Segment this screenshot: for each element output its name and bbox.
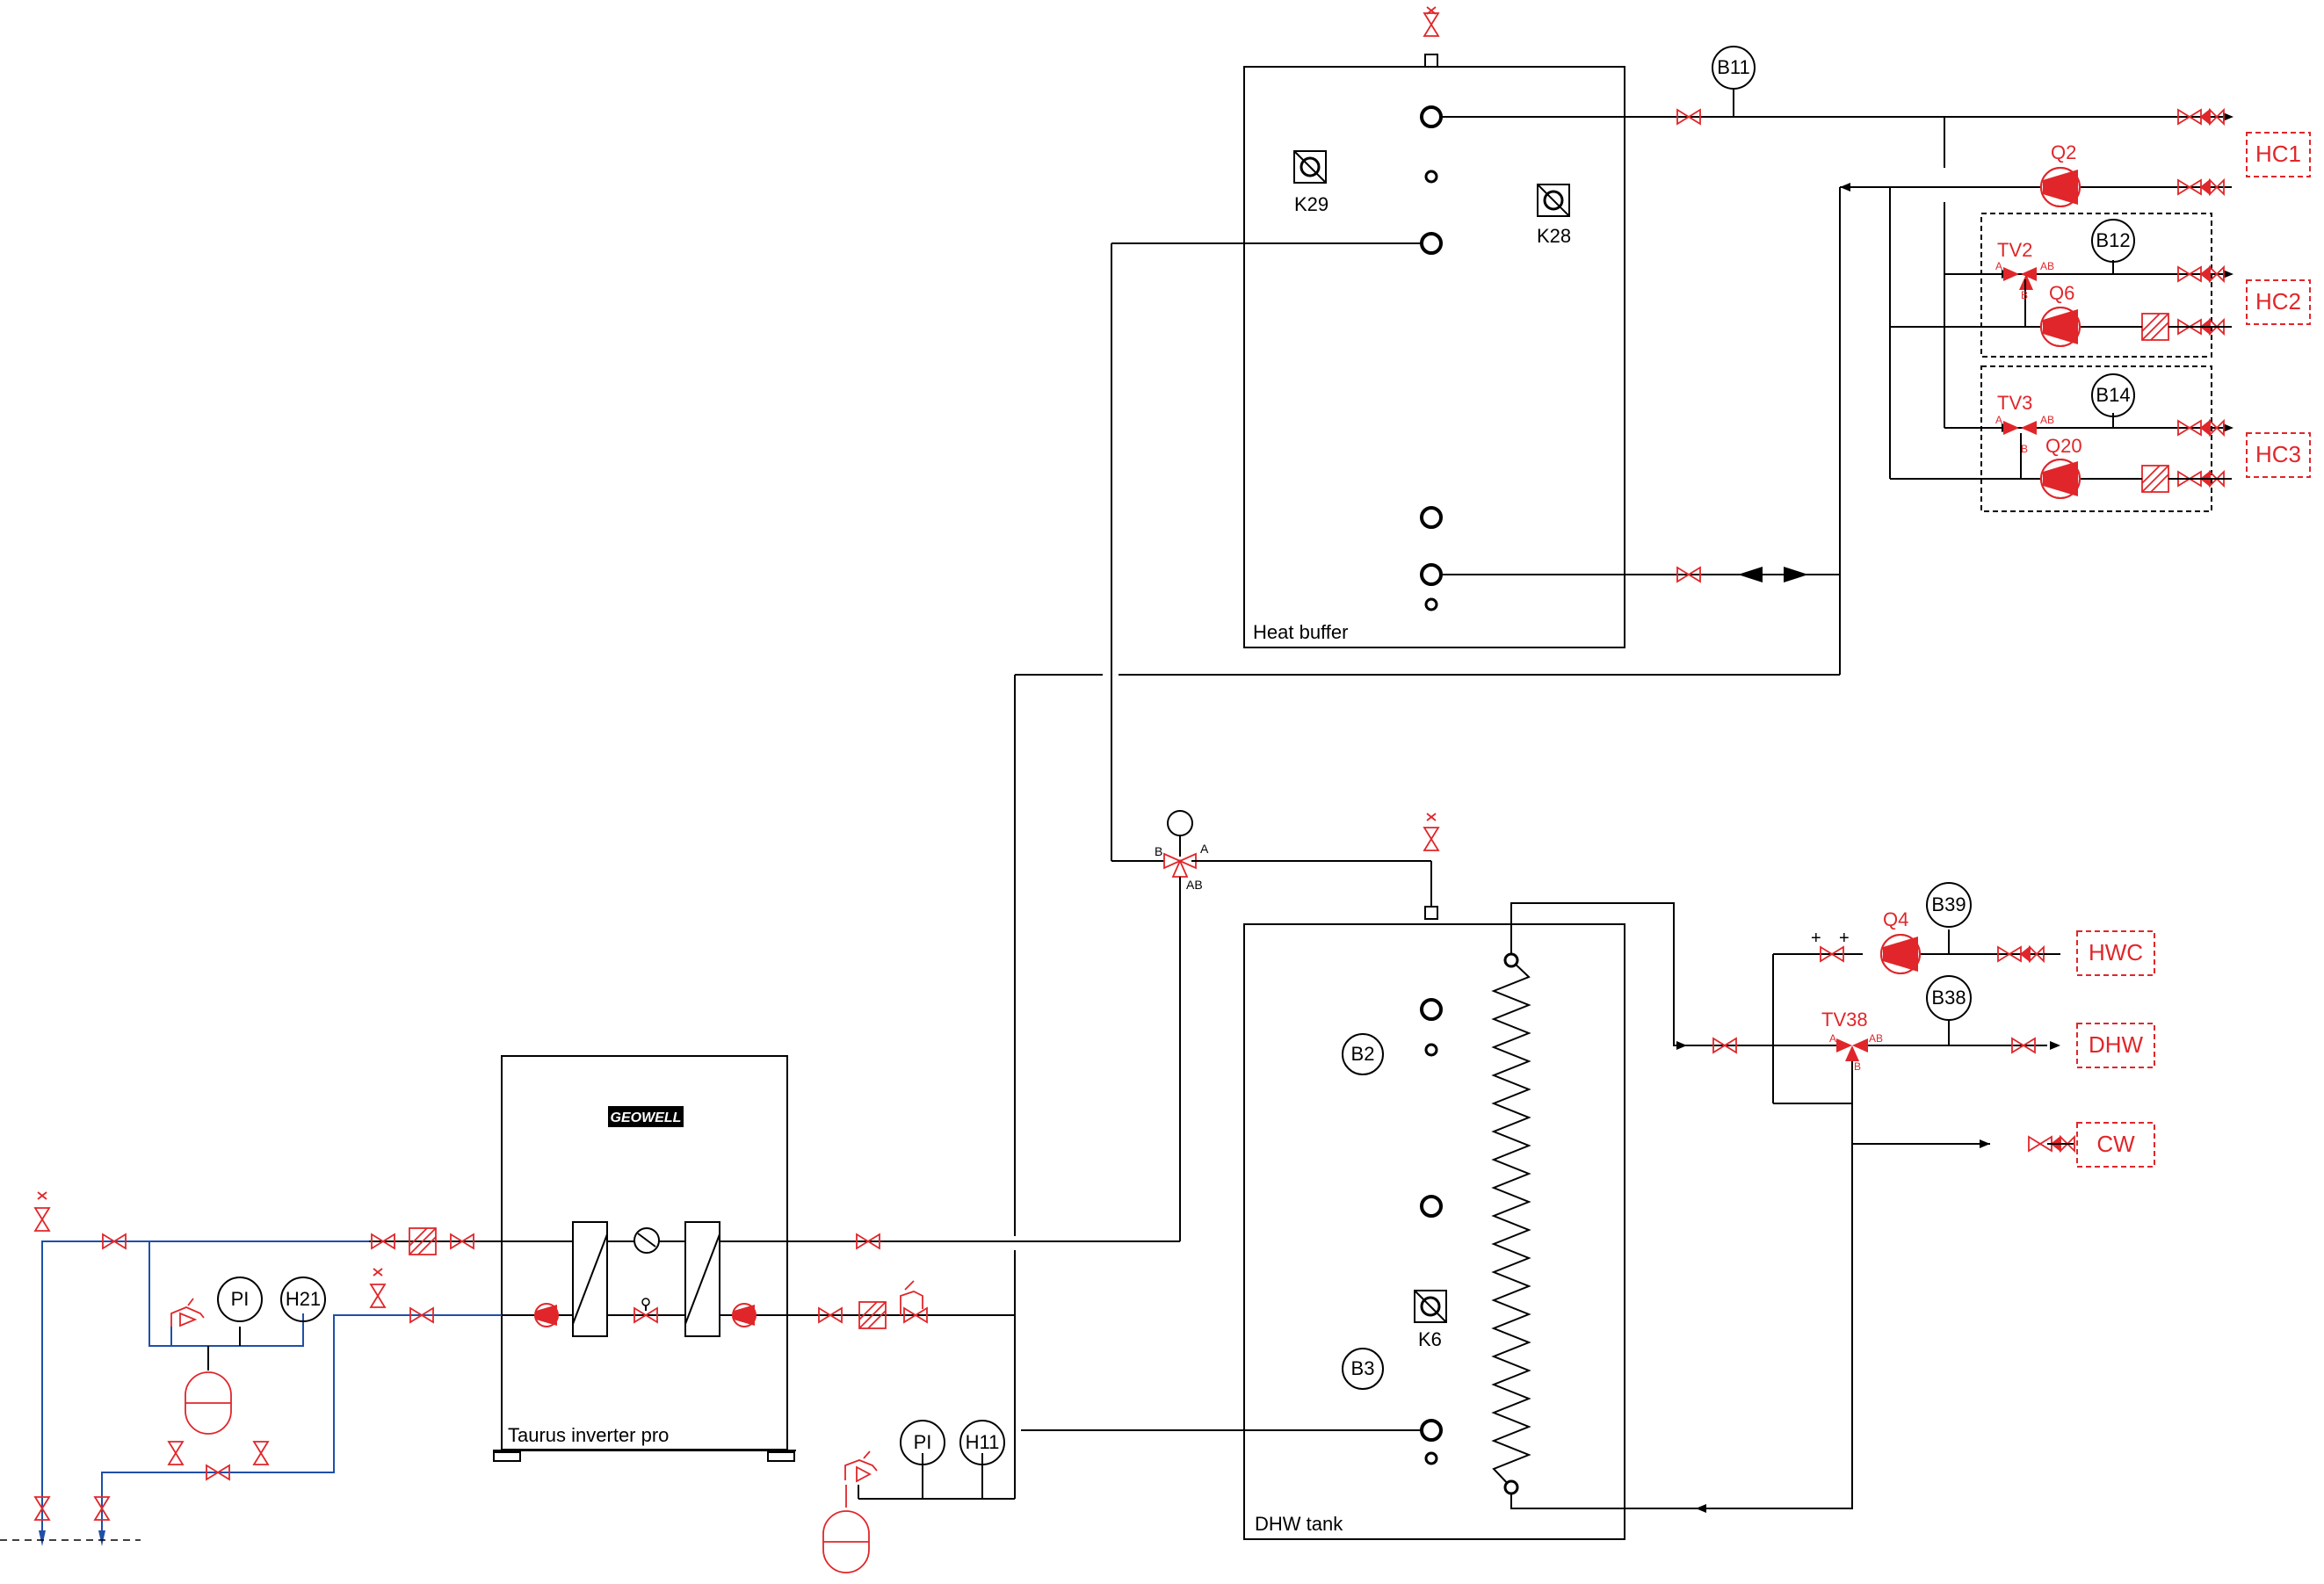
- svg-text:B39: B39: [1931, 893, 1966, 915]
- sensor-b14: B14: [2091, 373, 2135, 417]
- pump-q6: [2040, 307, 2081, 347]
- plus-mark-2: +: [1839, 929, 1850, 948]
- svg-text:B14: B14: [2096, 384, 2130, 406]
- svg-text:HWC: HWC: [2089, 939, 2143, 966]
- tv38-port-b: B: [1854, 1060, 1861, 1073]
- hc2-circuit: [2003, 260, 2234, 341]
- heat-buffer: K29 K28 Heat buffer: [1243, 6, 1625, 648]
- output-dhw: DHW: [2076, 1023, 2155, 1068]
- dhw-tank-label: DHW tank: [1255, 1513, 1343, 1535]
- tv2-port-b: B: [2021, 289, 2028, 301]
- diverter-valve: B A AB: [786, 810, 1431, 1242]
- tv3-port-a: A: [1995, 414, 2002, 426]
- diverter-port-a: A: [1200, 842, 1209, 856]
- svg-text:HC2: HC2: [2255, 288, 2301, 315]
- svg-text:HC1: HC1: [2255, 141, 2301, 167]
- output-hc1: HC1: [2246, 132, 2311, 177]
- sensor-h11: H11: [959, 1420, 1005, 1465]
- tv2-port-a: A: [1995, 260, 2002, 272]
- label-tv38: TV38: [1821, 1009, 1868, 1031]
- gauge-pi-2: PI: [900, 1420, 945, 1465]
- heat-buffer-label: Heat buffer: [1253, 621, 1348, 643]
- hc3-group: [1980, 365, 2212, 512]
- dhw-piping: [1510, 902, 2075, 1513]
- svg-text:HC3: HC3: [2255, 441, 2301, 467]
- svg-text:PI: PI: [914, 1431, 932, 1453]
- label-q4: Q4: [1883, 908, 1908, 930]
- svg-text:B12: B12: [2096, 229, 2130, 251]
- tv3-port-ab: AB: [2040, 414, 2054, 426]
- label-k6: K6: [1418, 1328, 1442, 1350]
- pump-q4: [1880, 934, 1921, 974]
- tv38-port-ab: AB: [1869, 1032, 1883, 1045]
- heat-pump-piping: [787, 1233, 1180, 1573]
- pump-q2: [2040, 167, 2081, 207]
- label-k29: K29: [1294, 193, 1329, 215]
- output-hc2: HC2: [2246, 279, 2311, 325]
- sensor-h21: H21: [280, 1277, 326, 1322]
- svg-text:B3: B3: [1351, 1357, 1375, 1379]
- sensor-k28: [1536, 183, 1571, 218]
- output-hwc: HWC: [2076, 930, 2155, 976]
- svg-text:B2: B2: [1351, 1043, 1375, 1065]
- svg-text:PI: PI: [231, 1288, 250, 1310]
- svg-text:B11: B11: [1717, 56, 1750, 78]
- sensor-b12: B12: [2091, 219, 2135, 263]
- diverter-port-ab: AB: [1186, 878, 1203, 892]
- sensor-k29: [1292, 149, 1328, 184]
- output-hc3: HC3: [2246, 432, 2311, 478]
- svg-text:DHW: DHW: [2089, 1031, 2144, 1058]
- sensor-b39: B39: [1926, 882, 1972, 928]
- sensor-b2: B2: [1342, 1033, 1384, 1075]
- output-cw: CW: [2076, 1122, 2155, 1168]
- hc3-circuit: [2003, 413, 2234, 493]
- label-q6: Q6: [2049, 282, 2074, 304]
- diverter-port-b: B: [1155, 844, 1162, 858]
- tv3-port-b: B: [2021, 443, 2028, 455]
- svg-text:H11: H11: [966, 1431, 1000, 1453]
- gauge-pi-1: PI: [217, 1277, 263, 1322]
- brand-logo-text: GEOWELL: [611, 1110, 682, 1125]
- sensor-b38: B38: [1926, 975, 1972, 1021]
- label-k28: K28: [1537, 225, 1571, 247]
- heat-pump-unit: GEOWELL Taurus inverter pro: [493, 1055, 796, 1462]
- dhw-tank: B2 B3 K6 DHW tank: [1021, 813, 1625, 1540]
- heat-pump-label: Taurus inverter pro: [508, 1424, 669, 1446]
- valve-tv38: [1836, 1038, 1868, 1061]
- svg-text:B38: B38: [1931, 987, 1966, 1009]
- label-q2: Q2: [2051, 141, 2076, 163]
- water-supply-piping: [0, 1191, 502, 1546]
- label-tv3: TV3: [1997, 392, 2032, 414]
- pump-q20: [2040, 459, 2081, 499]
- brand-logo: [608, 1106, 684, 1127]
- sensor-b3: B3: [1342, 1348, 1384, 1390]
- svg-text:H21: H21: [286, 1288, 321, 1310]
- dhw-coil: [1491, 959, 1531, 1488]
- label-tv2: TV2: [1997, 239, 2032, 261]
- tv2-port-ab: AB: [2040, 260, 2054, 272]
- buffer-piping: [1014, 88, 2234, 1499]
- label-q20: Q20: [2045, 435, 2082, 457]
- sensor-b11: B11: [1712, 46, 1756, 90]
- hc2-group: [1980, 213, 2212, 358]
- plus-mark-1: +: [1811, 929, 1821, 948]
- sensor-k6: [1413, 1289, 1448, 1324]
- tv38-port-a: A: [1829, 1032, 1836, 1045]
- svg-text:CW: CW: [2096, 1131, 2135, 1157]
